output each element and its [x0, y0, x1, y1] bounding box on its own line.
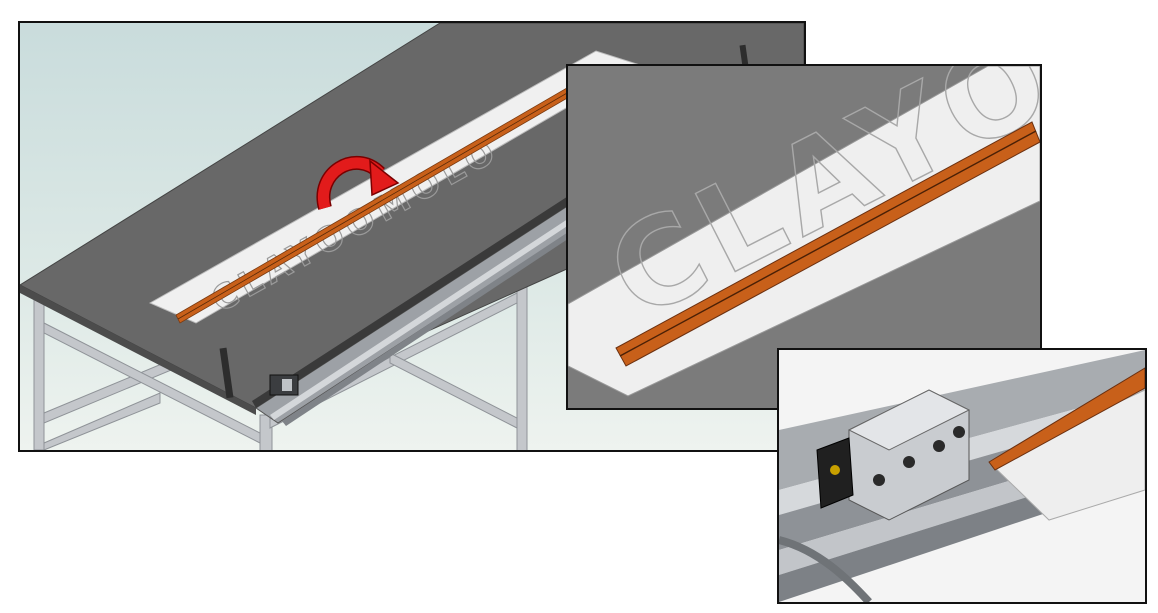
- carriage-detail: [816, 389, 971, 521]
- carriage-detail-panel: [777, 348, 1147, 604]
- orange-strip-detail: [988, 367, 1145, 471]
- bracket-detail: [779, 536, 872, 602]
- rotate-arrow-icon: [316, 155, 400, 210]
- carriage-detail-illustration: [779, 350, 1145, 602]
- carriage: [269, 374, 299, 396]
- clamp-left: [219, 347, 234, 399]
- gantry-rail: [252, 191, 601, 426]
- strip-zoom-illustration: CLAYOOMOLO: [568, 66, 1040, 408]
